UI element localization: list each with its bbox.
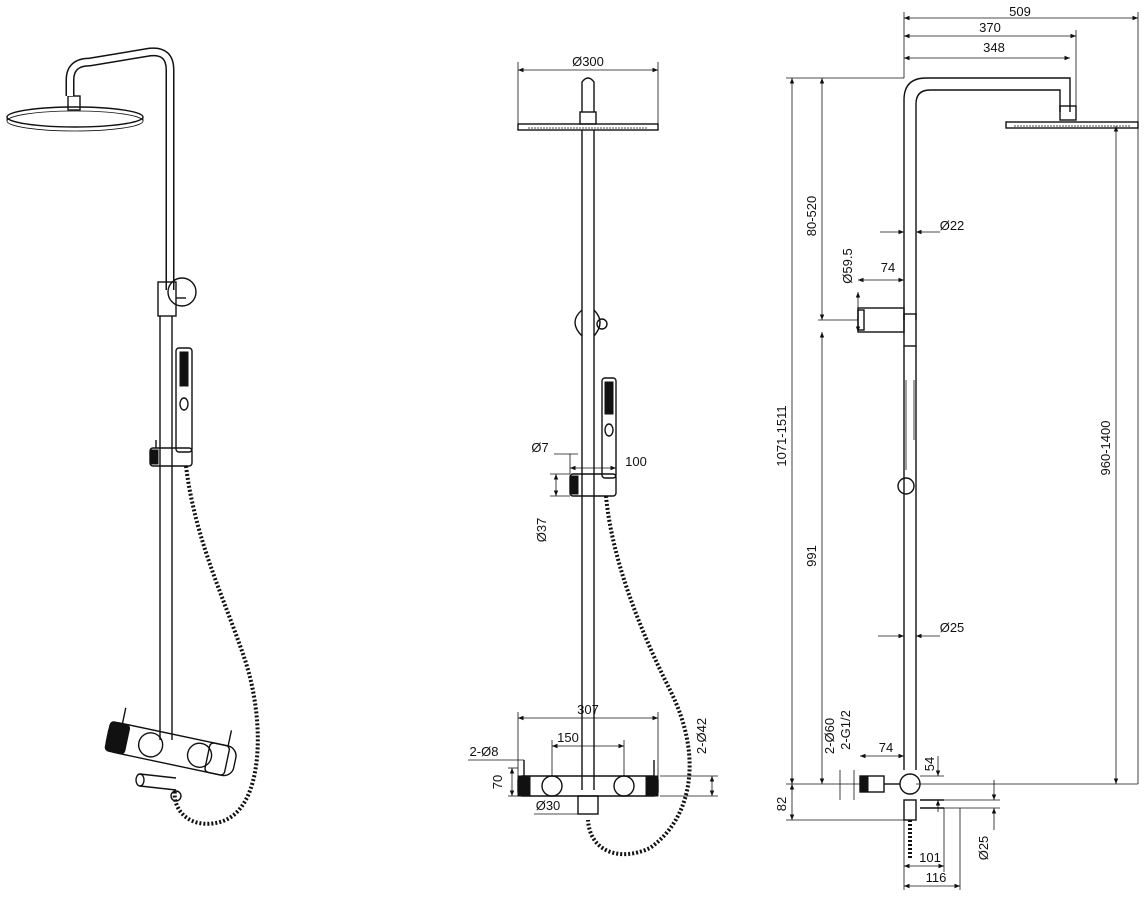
dim-holder-diameter: Ø37 <box>534 518 549 543</box>
front-view: Ø300 Ø7 100 Ø37 <box>468 54 718 857</box>
dim-arm-height: 80-520 <box>804 196 819 236</box>
iso-hose <box>172 465 260 826</box>
dim-inlet-offset: 74 <box>879 740 893 755</box>
dim-head-diameter: Ø300 <box>572 54 604 69</box>
dim-spout-diameter: Ø25 <box>976 836 991 861</box>
dim-head-height: 960-1400 <box>1098 421 1113 476</box>
dim-mixer-drop: 54 <box>922 757 937 771</box>
dim-arm-inner: 348 <box>983 40 1005 55</box>
front-hose <box>586 495 692 857</box>
dim-total-height: 1071-1511 <box>774 405 789 466</box>
dim-bracket-offset: 74 <box>881 260 895 275</box>
dim-arm-depth: 370 <box>979 20 1001 35</box>
dim-inlet-thread: 2-G1/2 <box>838 710 853 750</box>
dim-bracket-diameter: Ø59.5 <box>840 248 855 283</box>
front-shower-head <box>517 123 659 131</box>
iso-arm <box>65 47 175 290</box>
dim-lower-height: 991 <box>804 545 819 567</box>
side-wall-bracket <box>857 307 905 333</box>
iso-wall-bracket <box>167 277 197 307</box>
dim-outlet-diameter: Ø30 <box>536 798 561 813</box>
front-mixer <box>517 775 659 797</box>
dim-mixer-height: 70 <box>490 775 505 789</box>
dim-nozzle-diameter: Ø7 <box>531 440 548 455</box>
iso-hand-shower <box>175 347 193 453</box>
dim-handle-diameter: 2-Ø42 <box>694 718 709 754</box>
dim-inlet-spacing: 150 <box>557 730 579 745</box>
dim-holder-offset: 100 <box>625 454 647 469</box>
front-hand-shower <box>601 377 617 479</box>
side-view: 509 370 348 1071-1511 80-520 991 <box>774 4 1139 890</box>
side-shower-head <box>1005 121 1139 129</box>
dim-mount-holes: 2-Ø8 <box>470 744 499 759</box>
dim-floor-offset: 82 <box>774 797 789 811</box>
dim-pipe-upper: Ø22 <box>940 218 965 233</box>
isometric-view <box>6 47 260 826</box>
side-arm <box>903 77 1071 320</box>
dim-mixer-width: 307 <box>577 702 599 717</box>
dim-pipe-lower: Ø25 <box>940 620 965 635</box>
dim-spout-reach-a: 101 <box>919 850 941 865</box>
dim-total-depth: 509 <box>1009 4 1031 19</box>
dim-inlet-flange: 2-Ø60 <box>822 718 837 754</box>
iso-mixer <box>104 707 237 777</box>
dim-spout-reach-b: 116 <box>926 870 947 885</box>
